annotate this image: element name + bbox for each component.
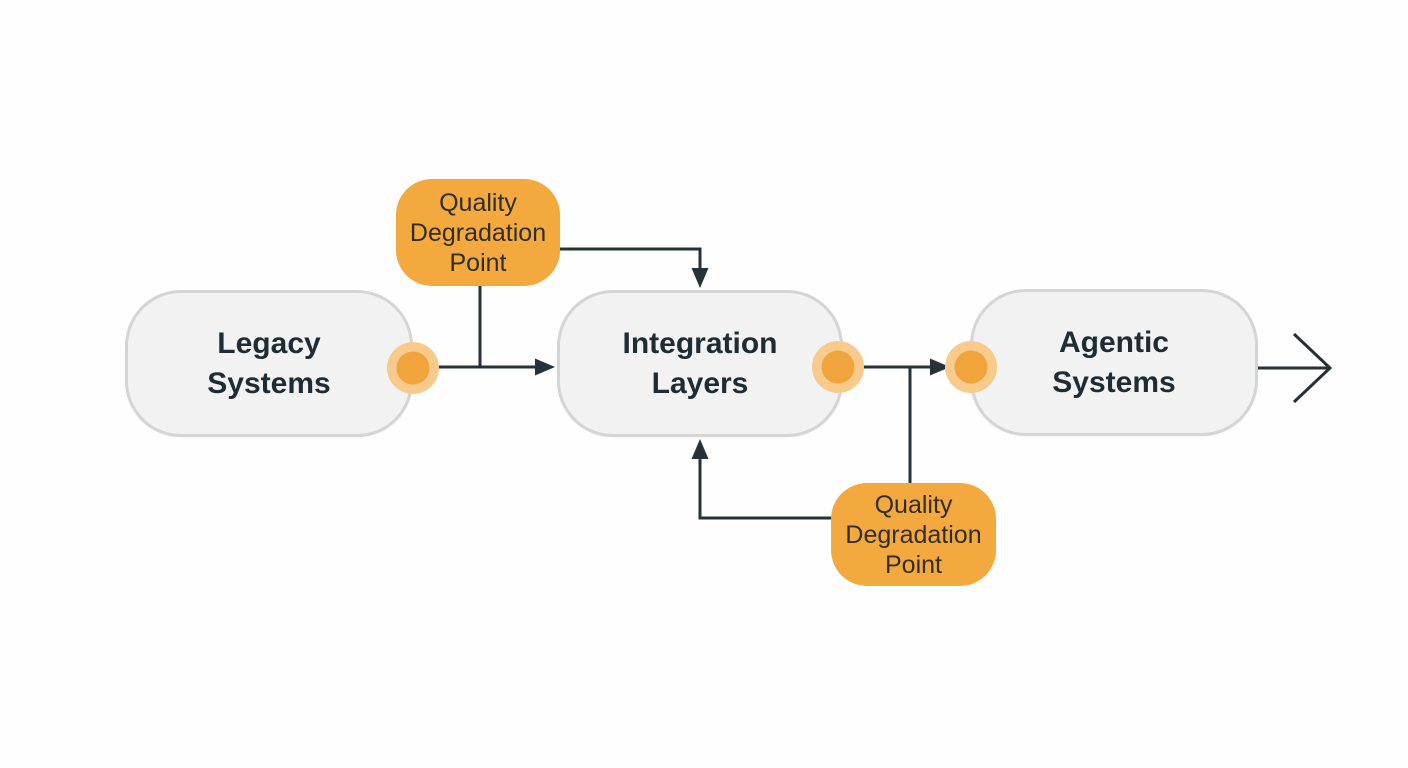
node-label-integration-layers: Integration Layers [622, 326, 778, 400]
node-label-agentic-systems: Agentic Systems [1052, 325, 1176, 399]
node-integration-layers: Integration Layers [557, 290, 843, 437]
connector-top-callout-to-integration [560, 247, 702, 269]
connector-bottom-callout-to-integration [698, 458, 831, 520]
flow-output-arrow [1258, 332, 1333, 404]
callout-quality-degradation-bottom: Quality Degradation Point [831, 483, 996, 586]
node-agentic-systems: Agentic Systems [970, 289, 1258, 436]
node-legacy-systems: Legacy Systems [125, 290, 413, 437]
callout-quality-degradation-top: Quality Degradation Point [396, 179, 560, 286]
output-arrow-chevron [1292, 332, 1333, 404]
callout-label-top: Quality Degradation Point [409, 188, 547, 277]
arrowhead-into-agentic-left [930, 358, 950, 376]
node-label-legacy-systems: Legacy Systems [207, 326, 331, 400]
arrowhead-into-integration-left [535, 358, 555, 376]
callout-label-bottom: Quality Degradation Point [845, 490, 982, 579]
arrowhead-into-integration-top [691, 268, 709, 288]
arrowhead-into-integration-bottom [691, 439, 709, 459]
